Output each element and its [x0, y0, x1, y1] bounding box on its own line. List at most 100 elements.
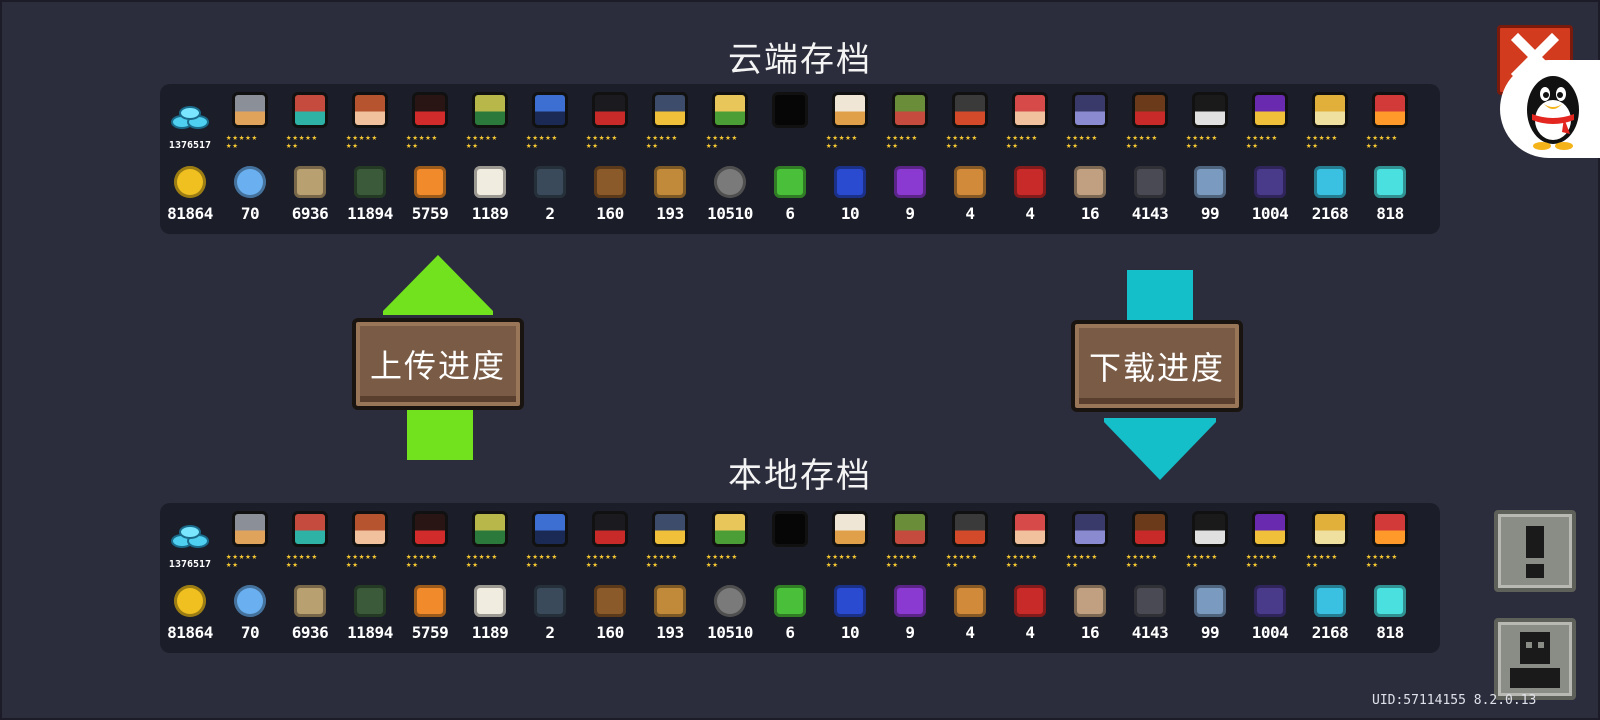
- cloud-character-cell: ★★★★★★★: [280, 88, 340, 154]
- gold-coin-icon: [174, 585, 206, 617]
- orange-material-icon: [954, 585, 986, 617]
- jester-icon: [1372, 511, 1408, 547]
- cloud-character-cell: [760, 88, 820, 154]
- star-rating-half: ★★: [406, 141, 419, 151]
- alert-button[interactable]: [1494, 510, 1576, 592]
- blue-material-icon: [834, 585, 866, 617]
- ice-shard-icon: [1194, 166, 1226, 198]
- cloud-item-cell: 4: [1000, 164, 1060, 230]
- cloud-item-cell: 81864: [160, 164, 220, 230]
- star-rating: ★★★★★★★: [286, 133, 334, 151]
- star-rating-half: ★★: [286, 141, 299, 151]
- scroll-icon: [1074, 166, 1106, 198]
- star-rating-full: ★★★★★: [886, 552, 919, 562]
- witch-icon: [352, 92, 388, 128]
- star-rating: ★★★★★★★: [1186, 133, 1234, 151]
- berserker-icon: [952, 92, 988, 128]
- star-rating: ★★★★★★★: [586, 553, 634, 570]
- feather-icon: [654, 166, 686, 198]
- cyan-crystal-icon: [1374, 166, 1406, 198]
- star-rating: ★★★★★★★: [466, 133, 514, 151]
- star-rating-half: ★★: [646, 141, 659, 151]
- elf-icon: [712, 92, 748, 128]
- vampire-icon: [592, 92, 628, 128]
- green-material-icon: [774, 166, 806, 198]
- item-count: 11894: [347, 623, 393, 642]
- local-character-cell: ★★★★★★★: [220, 507, 280, 573]
- star-rating-half: ★★: [466, 141, 479, 151]
- purple-material-icon: [894, 166, 926, 198]
- cloud-character-cell: ★★★★★★★: [400, 88, 460, 154]
- crystal-icon: [1314, 585, 1346, 617]
- local-item-cell: 1004: [1240, 583, 1300, 649]
- cloud-item-cell: 6: [760, 164, 820, 230]
- star-rating: ★★★★★★★: [526, 133, 574, 151]
- star-rating-full: ★★★★★: [526, 133, 559, 143]
- cloud-item-cell: 10: [820, 164, 880, 230]
- item-count: 5759: [411, 204, 449, 223]
- cloud-save-panel: 1376517★★★★★★★★★★★★★★★★★★★★★★★★★★★★★★★★★…: [160, 84, 1440, 234]
- berserker-icon: [952, 511, 988, 547]
- user-silhouette-icon: [1510, 632, 1560, 688]
- swordsman-icon: [1192, 511, 1228, 547]
- cloud-character-cell: ★★★★★★★: [880, 88, 940, 154]
- upload-progress-button[interactable]: 上传进度: [352, 318, 524, 410]
- cloud-item-cell: 5759: [400, 164, 460, 230]
- star-rating-full: ★★★★★: [1246, 133, 1279, 143]
- item-count: 4143: [1131, 623, 1169, 642]
- star-rating: ★★★★★★★: [406, 134, 454, 151]
- exclamation-icon: [1526, 526, 1544, 578]
- star-rating-full: ★★★★★: [1006, 552, 1039, 562]
- star-rating-full: ★★★★★: [1066, 133, 1099, 143]
- qq-login-badge[interactable]: [1500, 60, 1600, 158]
- star-rating: ★★★★★★★: [1306, 553, 1354, 570]
- item-count: 70: [240, 204, 260, 223]
- star-rating: ★★★★★★★: [886, 133, 934, 151]
- cloud-character-cell: ★★★★★★★: [820, 88, 880, 154]
- paladin-icon: [652, 92, 688, 128]
- priest-icon: [832, 511, 868, 547]
- cloud-character-cell: ★★★★★★★: [1000, 88, 1060, 154]
- star-rating-full: ★★★★★: [466, 552, 499, 562]
- local-item-cell: 2168: [1300, 583, 1360, 649]
- cloud-gem-cell: 1376517: [160, 88, 220, 154]
- fish-icon: [294, 585, 326, 617]
- item-count: 99: [1200, 204, 1220, 223]
- download-progress-button[interactable]: 下载进度: [1071, 320, 1243, 412]
- local-character-cell: ★★★★★★★: [1120, 507, 1180, 573]
- star-rating-full: ★★★★★: [526, 552, 559, 562]
- star-rating: ★★★★★★★: [226, 553, 274, 570]
- item-count: 818: [1376, 204, 1404, 223]
- star-rating-full: ★★★★★: [1186, 133, 1219, 143]
- iron-ore-icon: [1134, 585, 1166, 617]
- item-count: 818: [1376, 623, 1404, 642]
- swordsman-icon: [1192, 92, 1228, 128]
- local-character-cell: ★★★★★★★: [880, 507, 940, 573]
- item-count: 9: [905, 204, 915, 223]
- red-material-icon: [1014, 166, 1046, 198]
- item-count: 160: [596, 623, 624, 642]
- cloud-item-cell: 2168: [1300, 164, 1360, 230]
- local-character-cell: ★★★★★★★: [700, 507, 760, 573]
- jester-icon: [1372, 92, 1408, 128]
- star-rating-half: ★★: [646, 560, 659, 570]
- item-count: 2168: [1311, 623, 1349, 642]
- cloud-character-cell: ★★★★★★★: [1060, 88, 1120, 154]
- local-save-panel: 1376517★★★★★★★★★★★★★★★★★★★★★★★★★★★★★★★★★…: [160, 503, 1440, 653]
- star-rating-full: ★★★★★: [286, 133, 319, 143]
- star-rating-full: ★★★★★: [466, 133, 499, 143]
- profile-button[interactable]: [1494, 618, 1576, 700]
- item-count: 193: [656, 204, 684, 223]
- star-rating: ★★★★★★★: [406, 553, 454, 570]
- star-rating-half: ★★: [1126, 560, 1139, 570]
- item-count: 16: [1080, 623, 1100, 642]
- star-rating-full: ★★★★★: [1186, 552, 1219, 562]
- star-rating-half: ★★: [286, 560, 299, 570]
- star-rating: ★★★★★★★: [346, 553, 394, 570]
- priest-icon: [832, 92, 868, 128]
- taoist-icon: [1012, 92, 1048, 128]
- local-item-cell: 99: [1180, 583, 1240, 649]
- assassin-icon: [412, 511, 448, 547]
- star-rating-full: ★★★★★: [886, 133, 919, 143]
- cloud-item-cell: 1189: [460, 164, 520, 230]
